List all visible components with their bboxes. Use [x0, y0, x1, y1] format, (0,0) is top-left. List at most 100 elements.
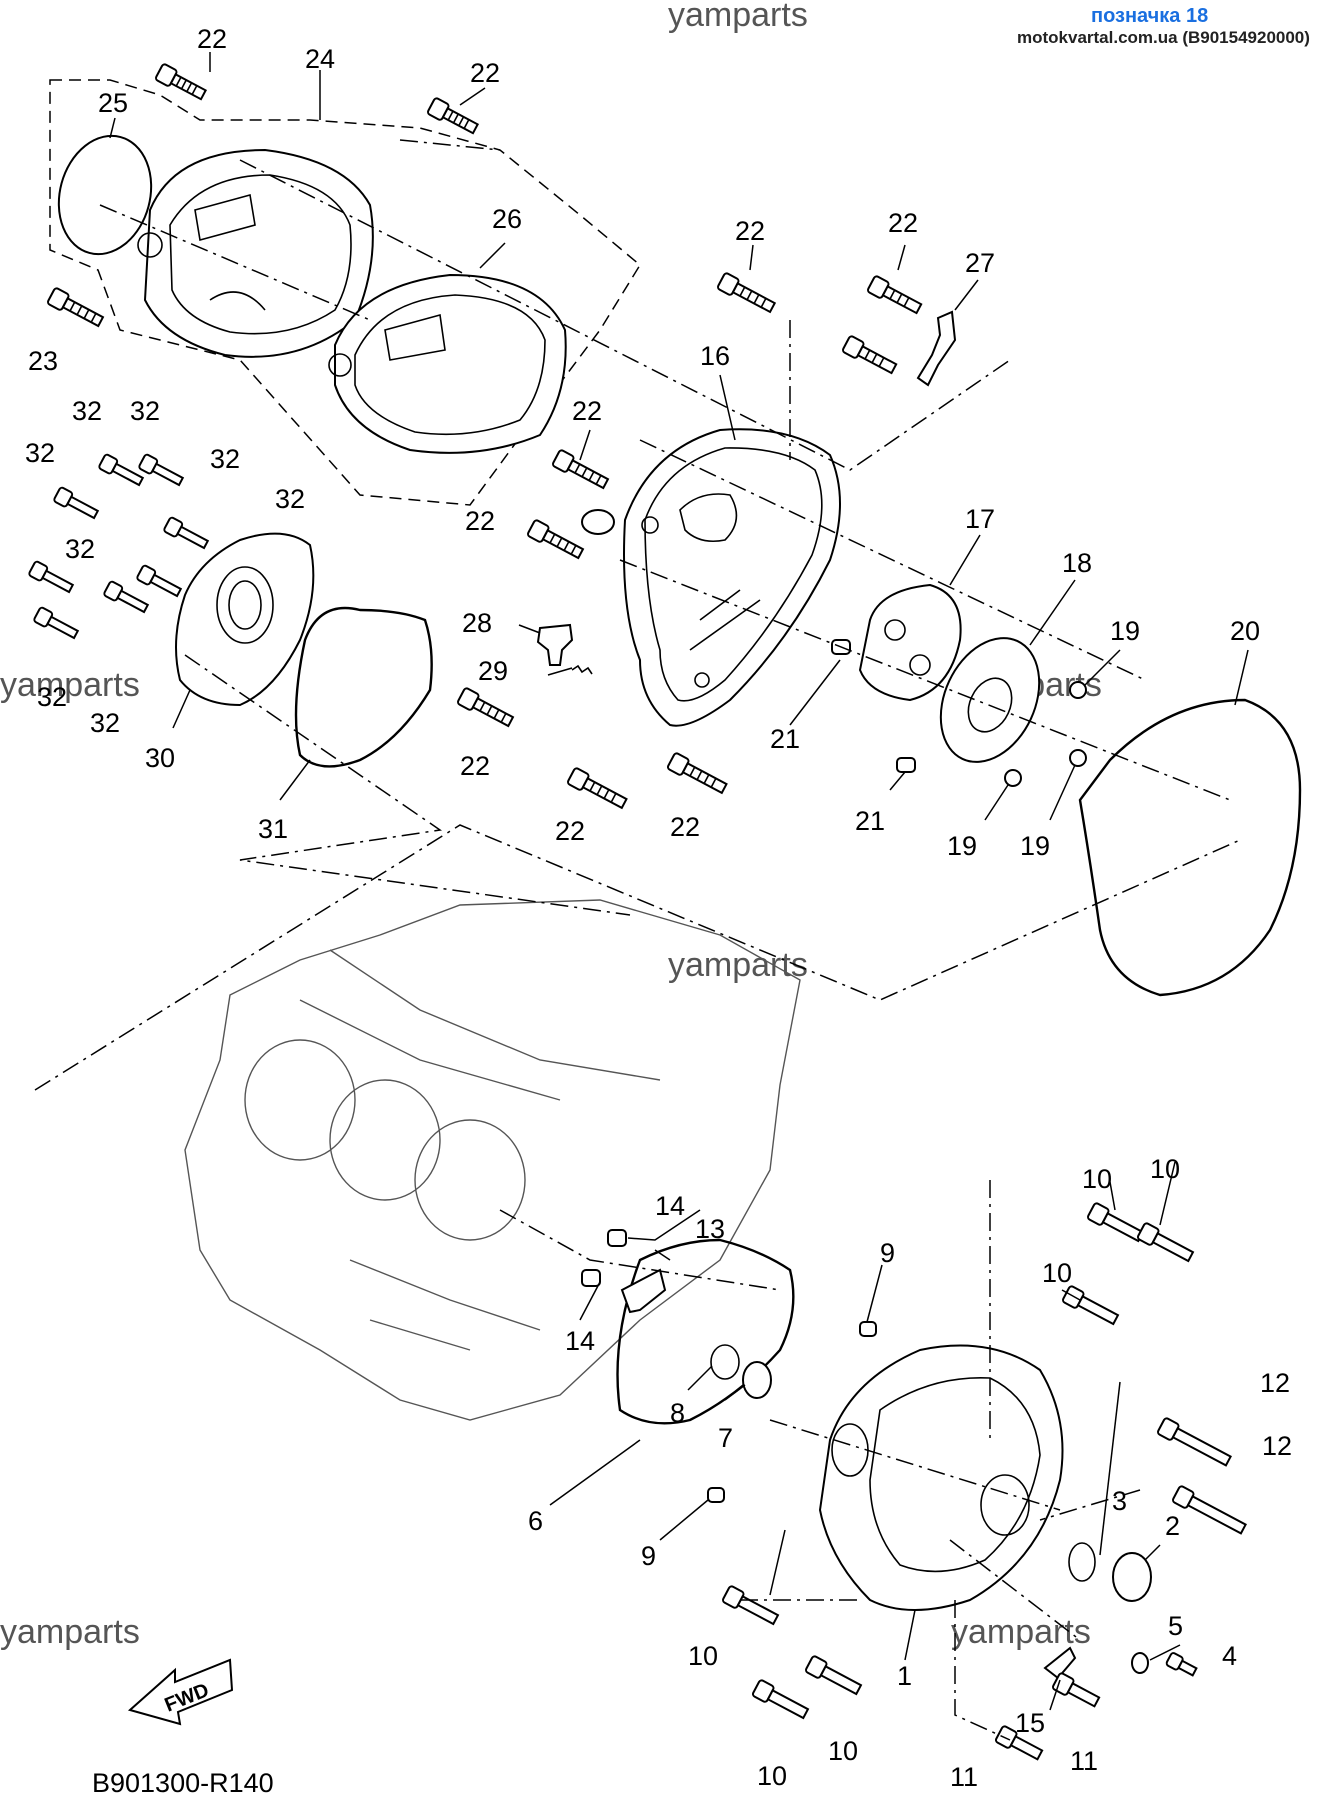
header-subtitle: motokvartal.com.ua (B90154920000) — [1017, 28, 1310, 47]
bolt-22-g — [527, 519, 585, 560]
callout-label: 1 — [897, 1661, 912, 1691]
oring-8 — [710, 1344, 740, 1380]
cover-disc-25 — [57, 134, 153, 256]
bolt-32-e — [136, 564, 183, 598]
bolt-32-b — [138, 453, 185, 487]
callout-label: 22 — [470, 58, 500, 88]
callout-label: 22 — [670, 812, 700, 842]
callout-label: 32 — [130, 396, 160, 426]
callout-label: 18 — [1062, 548, 1092, 578]
gasket-31 — [294, 606, 433, 768]
callout-label: 25 — [98, 88, 128, 118]
callout-label: 2 — [1165, 1511, 1180, 1541]
bolt-10-e — [752, 1679, 810, 1720]
bolt-22-d — [867, 275, 923, 315]
bolt-11-b — [1052, 1672, 1101, 1708]
bolt-32-f — [28, 560, 75, 594]
bolt-32-d — [163, 516, 210, 550]
crankcase — [184, 899, 801, 1421]
watermark-bottom-left: yamparts — [0, 1613, 140, 1651]
callout-label: 32 — [72, 396, 102, 426]
callout-label: 32 — [275, 484, 305, 514]
callout-label: 28 — [462, 608, 492, 638]
callout-label: 6 — [528, 1506, 543, 1536]
callout-label: 11 — [1070, 1746, 1098, 1776]
callout-label: 19 — [1020, 831, 1050, 861]
callout-label: 32 — [90, 708, 120, 738]
bolt-10-c — [1062, 1285, 1120, 1326]
generator-cover-24 — [137, 148, 374, 358]
diagram-code: B901300-R140 — [92, 1768, 274, 1798]
callout-label: 22 — [460, 751, 490, 781]
bolt-22-e — [842, 335, 898, 375]
guide-13 — [620, 1268, 667, 1314]
callout-label: 19 — [1110, 616, 1140, 646]
oil-seal — [581, 509, 615, 535]
callout-label: 26 — [492, 204, 522, 234]
bolt-11-a — [995, 1725, 1044, 1761]
clamp-15 — [1043, 1646, 1077, 1680]
callout-label: 12 — [1262, 1431, 1292, 1461]
callout-label: 7 — [718, 1423, 733, 1453]
plug-2 — [1112, 1552, 1152, 1602]
callout-label: 5 — [1168, 1611, 1183, 1641]
plug-28 — [536, 623, 574, 666]
callout-label: 32 — [25, 438, 55, 468]
callout-label: 3 — [1112, 1486, 1127, 1516]
bolt-32-h — [33, 606, 80, 640]
watermark-center: yamparts — [668, 946, 808, 984]
callout-label: 14 — [565, 1326, 595, 1356]
callout-label: 22 — [555, 816, 585, 846]
seal-7 — [742, 1361, 772, 1399]
callout-label: 29 — [478, 656, 508, 686]
bolt-22-f — [552, 449, 610, 490]
bolt-32-g — [103, 580, 150, 614]
callout-label: 17 — [965, 504, 995, 534]
callout-label: 14 — [655, 1191, 685, 1221]
bolt-23 — [47, 287, 105, 328]
callout-label: 21 — [855, 806, 885, 836]
callout-label: 16 — [700, 341, 730, 371]
forward-arrow-icon: FWD — [127, 1658, 234, 1726]
clutch-cover-16 — [623, 428, 841, 727]
gasket-6 — [616, 1238, 795, 1425]
bolt-22-c — [717, 272, 777, 314]
callout-label: 15 — [1015, 1708, 1045, 1738]
callout-label: 32 — [210, 444, 240, 474]
callout-label: 12 — [1260, 1368, 1290, 1398]
bolt-14-b — [581, 1269, 601, 1287]
callout-label: 31 — [258, 814, 288, 844]
generator-cover-1 — [818, 1344, 1064, 1611]
callout-label: 22 — [465, 506, 495, 536]
callout-label: 10 — [1082, 1164, 1112, 1194]
header-title: позначка 18 — [1091, 5, 1208, 27]
bolt-10-f — [805, 1655, 863, 1696]
callout-label: 13 — [695, 1214, 725, 1244]
callout-label: 27 — [965, 248, 995, 278]
callout-label: 22 — [888, 208, 918, 238]
bolt-22-j — [667, 752, 728, 795]
dowel-21-b — [896, 757, 916, 773]
dowel-9-b — [707, 1487, 725, 1503]
callout-label: 10 — [1150, 1154, 1180, 1184]
callout-label: 22 — [572, 396, 602, 426]
bolt-10-d — [722, 1585, 780, 1626]
callout-label: 22 — [735, 216, 765, 246]
watermark-left: yamparts — [0, 666, 140, 704]
callout-label: 4 — [1222, 1641, 1237, 1671]
callout-label: 10 — [757, 1761, 787, 1791]
callout-label: 21 — [770, 724, 800, 754]
bolt-12-a — [1157, 1417, 1232, 1467]
callout-label: 10 — [1042, 1258, 1072, 1288]
callout-label: 32 — [37, 682, 67, 712]
callout-label: 22 — [197, 24, 227, 54]
screw-19-b — [1004, 769, 1022, 787]
callout-label: 8 — [670, 1398, 685, 1428]
plate-18 — [939, 637, 1041, 763]
bracket-27 — [916, 310, 957, 387]
pressure-plate-17 — [858, 583, 962, 702]
bolt-22-top-b — [427, 97, 480, 135]
callout-label: 11 — [950, 1762, 978, 1792]
gasket-20 — [1078, 698, 1302, 997]
